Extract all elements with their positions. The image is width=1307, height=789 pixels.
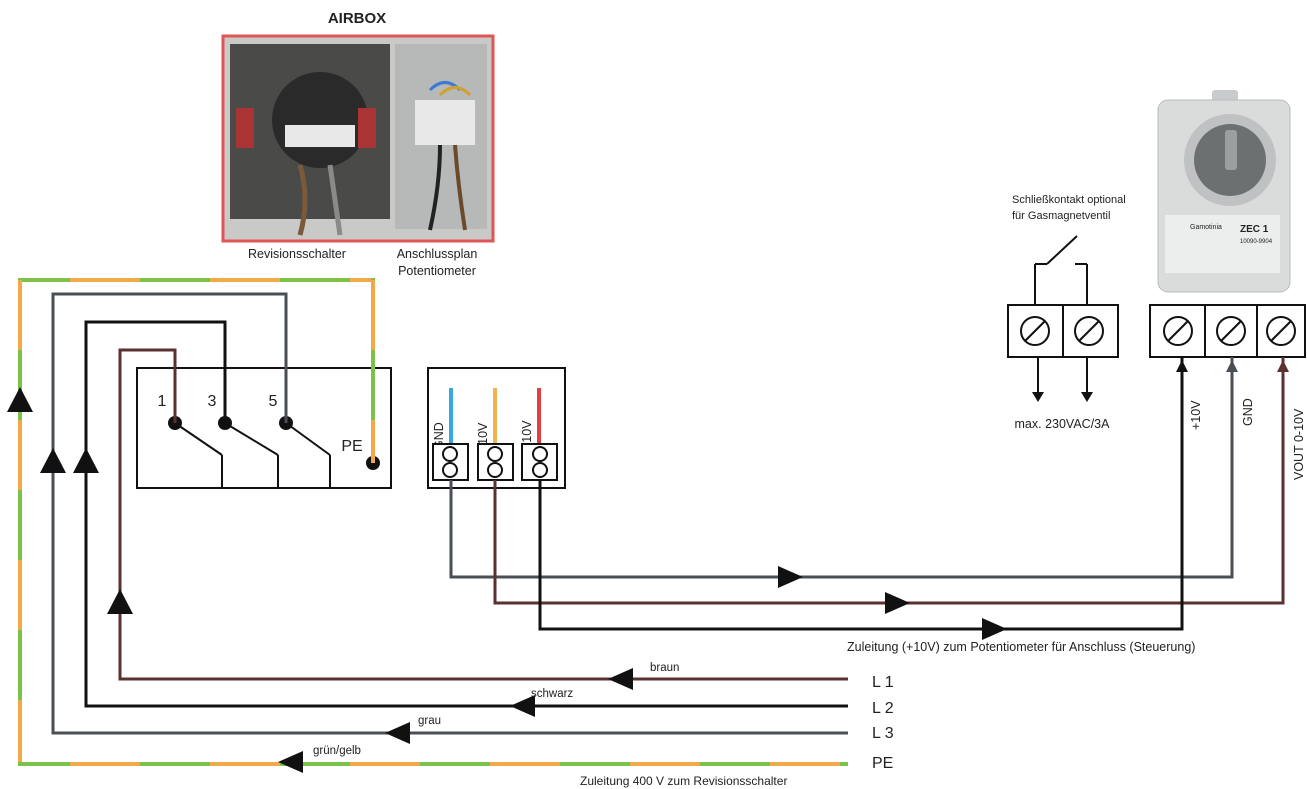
output-10v-label: +10V — [1189, 400, 1203, 430]
terminal-5-label: 5 — [269, 393, 278, 410]
potentiometer-connector: GND 0-10V +10V — [427, 367, 566, 489]
control-wire-vout — [493, 357, 1285, 605]
device-brand: Gamotinia — [1190, 224, 1222, 231]
switch-label-photo — [285, 125, 355, 147]
terminal-red-left — [236, 108, 254, 148]
phase-l1-label: L 1 — [872, 674, 894, 691]
control-cables: Zuleitung (+10V) zum Potentiometer für A… — [449, 357, 1289, 654]
phase-l2-label: L 2 — [872, 700, 894, 717]
wire-l3 — [51, 292, 848, 735]
connector-terminal-0-10v — [477, 443, 514, 481]
connector-terminal-10v — [521, 443, 558, 481]
controller-device-photo: Gamotinia ZEC 1 10090-9904 — [1157, 90, 1291, 293]
wire-l2 — [84, 320, 848, 708]
caption-revisionsschalter: Revisionsschalter — [248, 247, 346, 261]
wire-label-gruen-gelb: grün/gelb — [313, 745, 361, 757]
gas-valve-contact: Schließkontakt optional für Gasmagnetven… — [1007, 194, 1126, 431]
output-gnd-label: GND — [1241, 398, 1255, 426]
control-cable-label: Zuleitung (+10V) zum Potentiometer für A… — [847, 640, 1195, 654]
terminal-block-photo — [415, 100, 475, 145]
terminal-3-label: 3 — [208, 393, 217, 410]
phase-l3-label: L 3 — [872, 725, 894, 742]
revisionsschalter-box: 1 3 5 PE — [136, 367, 392, 489]
terminal-pe-label: PE — [341, 438, 362, 455]
arrow-left-icon — [278, 751, 303, 773]
control-wire-10v — [538, 357, 1184, 631]
arrow-up-icon — [7, 387, 33, 412]
wire-label-grau: grau — [418, 715, 441, 727]
arrow-right-icon — [982, 618, 1007, 640]
terminal-1-label: 1 — [158, 393, 167, 410]
contact-label-1: Schließkontakt optional — [1012, 194, 1126, 206]
terminal-red-right — [358, 108, 376, 148]
caption-anschlussplan: Anschlussplan — [397, 247, 478, 261]
supply-cable-label: Zuleitung 400 V zum Revisionsschalter — [580, 774, 787, 788]
contact-rating: max. 230VAC/3A — [1015, 417, 1111, 431]
arrow-left-icon — [608, 668, 633, 690]
wire-l1 — [118, 348, 848, 681]
arrow-right-icon — [778, 566, 803, 588]
connector-10v-label: +10V — [520, 420, 534, 450]
wire-label-schwarz: schwarz — [531, 688, 573, 700]
airbox-title: AIRBOX — [328, 10, 386, 27]
arrow-left-icon — [510, 695, 535, 717]
switch-knob-photo — [272, 72, 368, 168]
arrow-right-icon — [885, 592, 910, 614]
device-code: 10090-9904 — [1240, 239, 1273, 245]
arrow-up-icon — [107, 589, 133, 614]
caption-potentiometer: Potentiometer — [398, 264, 476, 278]
arrow-up-icon — [73, 448, 99, 473]
arrow-up-icon — [40, 448, 66, 473]
airbox-photo: AIRBOX Revisionsschalter Anschlussplan P… — [221, 10, 495, 278]
phase-pe-label: PE — [872, 755, 893, 772]
output-vout-label: VOUT 0-10V — [1292, 408, 1306, 480]
arrow-left-icon — [385, 722, 410, 744]
device-model: ZEC 1 — [1240, 224, 1269, 235]
supply-wires: braun schwarz grau grün/gelb L 1 L 2 L 3… — [7, 278, 894, 788]
control-wire-gnd — [449, 357, 1234, 579]
contact-label-2: für Gasmagnetventil — [1012, 210, 1110, 222]
connector-terminal-gnd — [432, 443, 469, 481]
controller-terminals: +10V GND VOUT 0-10V — [1149, 304, 1306, 480]
wire-label-braun: braun — [650, 662, 679, 674]
